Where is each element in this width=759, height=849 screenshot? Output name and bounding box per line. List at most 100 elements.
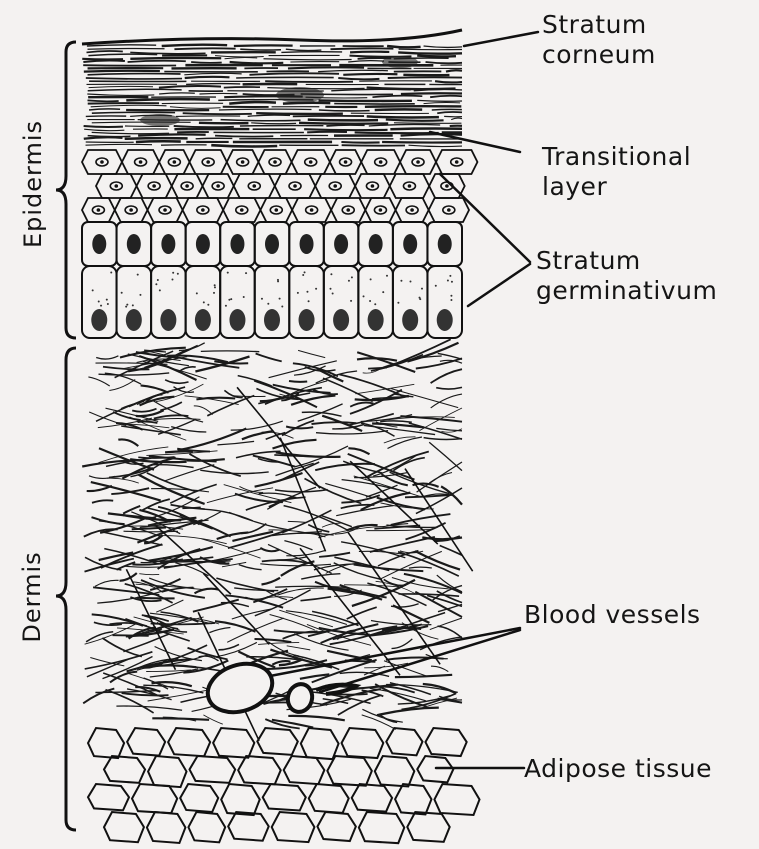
corneum-fiber	[199, 93, 237, 94]
corneum-fiber	[130, 58, 221, 59]
cytoplasm-dot	[214, 286, 216, 288]
cytoplasm-dot	[261, 298, 263, 300]
dermis-fiber	[117, 562, 136, 570]
dermis-fibers	[82, 339, 472, 740]
corneum-fiber	[184, 73, 241, 74]
adipose-cell	[180, 784, 218, 812]
corneum-fiber	[283, 103, 330, 104]
corneum-fiber	[83, 65, 176, 66]
cytoplasm-dot	[386, 275, 388, 277]
dermis-fiber	[88, 377, 109, 386]
adipose-cell	[342, 728, 384, 758]
transitional-dot	[114, 184, 118, 188]
dermis-fiber	[152, 718, 209, 720]
corneum-fiber	[92, 112, 175, 113]
transitional-dot	[344, 160, 348, 164]
dermis-fiber	[420, 408, 463, 431]
cytoplasm-dot	[315, 288, 317, 290]
transitional-dot	[100, 160, 104, 164]
corneum-fiber	[432, 109, 462, 110]
corneum-fiber	[183, 113, 252, 114]
transitional-dot	[408, 184, 412, 188]
dermis-fiber	[407, 343, 458, 362]
cytoplasm-dot	[400, 280, 402, 282]
dermis-fiber	[277, 588, 323, 595]
corneum-fiber	[92, 132, 169, 133]
dermis-fiber	[140, 397, 175, 406]
dermis-fiber	[409, 567, 432, 568]
corneum-fiber	[263, 59, 351, 60]
dermis-fiber	[262, 578, 281, 585]
dermis-fiber	[298, 350, 325, 357]
dermis-fiber	[122, 693, 169, 695]
corneum-fiber	[174, 48, 235, 49]
cytoplasm-dot	[370, 278, 372, 280]
germinativum-upper-nucleus	[127, 234, 141, 254]
germinativum-upper-nucleus	[265, 234, 279, 254]
cytoplasm-dot	[243, 296, 245, 298]
transitional-dot	[455, 160, 459, 164]
transitional-dot	[445, 184, 449, 188]
dermis-fiber	[284, 541, 312, 550]
cytoplasm-dot	[132, 304, 134, 306]
adipose-cell	[386, 728, 422, 755]
adipose-cell	[190, 756, 236, 783]
germinativum-upper-nucleus	[92, 234, 106, 254]
dermis-fiber	[362, 715, 396, 730]
cytoplasm-dot	[213, 292, 215, 294]
adipose-tissue-cells	[88, 728, 480, 843]
transitional-dot	[371, 184, 375, 188]
dermis-fiber	[277, 557, 307, 560]
cytoplasm-dot	[374, 303, 376, 305]
germinativum-upper-nucleus	[300, 234, 314, 254]
corneum-fiber	[230, 62, 284, 63]
blood-vessel-large	[202, 656, 279, 720]
dermis-fiber	[387, 339, 451, 367]
cytoplasm-dot	[330, 273, 332, 275]
corneum-fiber	[240, 49, 281, 50]
dermis-fiber	[231, 421, 283, 430]
corneum-fiber	[84, 71, 160, 72]
transitional-dot	[410, 208, 414, 212]
transitional-dot	[216, 184, 220, 188]
corneum-fiber	[424, 46, 462, 47]
adipose-cell	[127, 728, 165, 756]
dermis-fiber	[200, 470, 268, 473]
dermis-fiber	[392, 639, 413, 649]
transitional-dot	[346, 208, 350, 212]
cytoplasm-dot	[155, 283, 157, 285]
dermis-fiber	[255, 639, 292, 642]
corneum-fiber	[248, 115, 290, 116]
dermis-fiber	[107, 478, 139, 483]
corneum-fiber	[87, 45, 156, 46]
dermis-fiber	[139, 574, 159, 575]
corneum-fiber	[84, 129, 124, 130]
dermis-fiber	[287, 646, 311, 650]
corneum-fiber	[215, 56, 264, 57]
brace-epidermis	[56, 42, 76, 338]
corneum-fiber	[87, 100, 118, 101]
cytoplasm-dot	[450, 295, 452, 297]
corneum-fiber	[88, 54, 157, 55]
label-dermis: Dermis	[18, 542, 46, 652]
cytoplasm-dot	[348, 280, 350, 282]
label-stratum-corneum: Stratum corneum	[542, 10, 656, 70]
dermis-fiber	[436, 428, 462, 430]
germinativum-basal-nucleus	[126, 309, 142, 331]
adipose-cell	[395, 784, 431, 814]
cytoplasm-dot	[98, 301, 100, 303]
corneum-fiber	[426, 62, 462, 63]
dermis-fiber	[416, 358, 462, 368]
dermis-fiber	[256, 354, 282, 362]
corneum-fiber	[87, 94, 154, 95]
corneum-fiber	[341, 142, 379, 143]
cytoplasm-dot	[449, 275, 451, 277]
corneum-fiber	[215, 136, 273, 137]
cytoplasm-dot	[227, 272, 229, 274]
transitional-dot	[173, 160, 177, 164]
dermis-fiber	[178, 367, 196, 372]
transitional-dot	[163, 208, 167, 212]
corneum-fiber	[401, 93, 462, 94]
corneum-fiber	[87, 51, 123, 52]
transitional-dot	[447, 208, 451, 212]
